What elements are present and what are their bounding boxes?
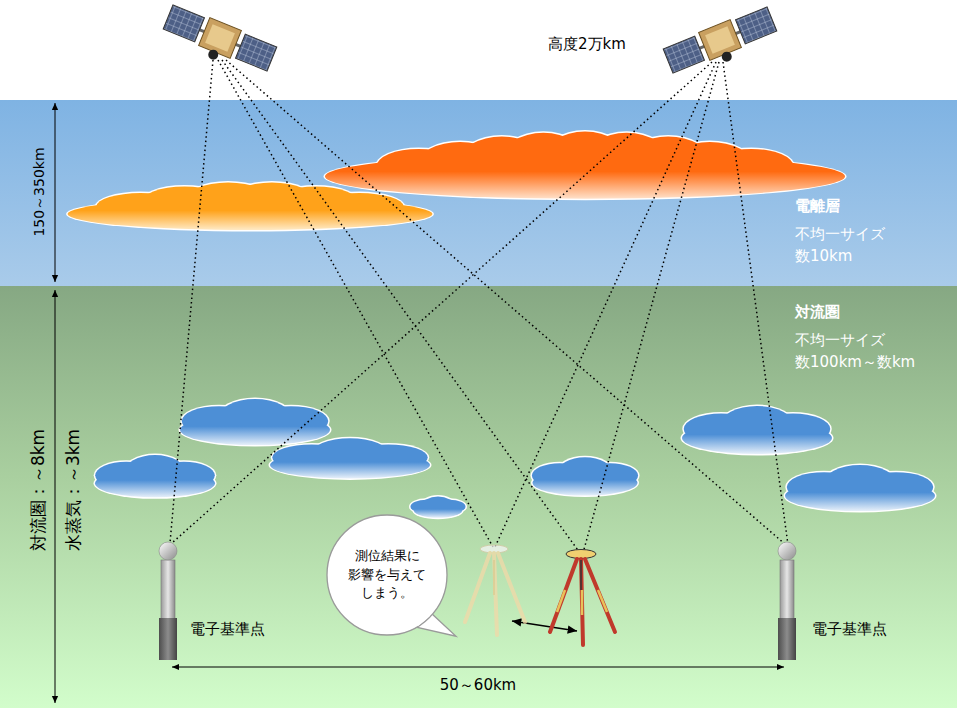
band-note: 不均一サイズ 数10km — [795, 224, 907, 268]
ionosphere-band: 電離層不均一サイズ 数10km — [0, 100, 957, 286]
cloud — [269, 437, 432, 480]
station-label: 電子基準点 — [190, 621, 265, 638]
altitude-label: 高度2万km — [548, 36, 626, 53]
dimension-label: 50～60km — [440, 677, 516, 694]
cloud — [66, 181, 434, 231]
dimension-label: 水蒸気：～3km — [64, 429, 83, 551]
band-note: 不均一サイズ 数100km～数km — [795, 330, 945, 374]
cloud — [324, 130, 847, 200]
cloud — [409, 495, 467, 519]
callout-bubble: 測位結果に 影響を与えて しまう。 — [327, 515, 447, 635]
dimension-label: 150～350km — [32, 147, 47, 236]
callout-text: 測位結果に 影響を与えて しまう。 — [339, 547, 435, 604]
cloud — [784, 464, 937, 513]
dimension-label: 対流圏：～8km — [29, 429, 48, 551]
band-title: 対流圏 — [795, 302, 945, 324]
cloud — [681, 405, 834, 456]
cloud — [530, 456, 639, 497]
station-label: 電子基準点 — [812, 621, 887, 638]
troposphere-band: 対流圏不均一サイズ 数100km～数km 測位結果に 影響を与えて しまう。 — [0, 286, 957, 708]
band-title: 電離層 — [795, 196, 945, 218]
cloud — [94, 454, 217, 499]
